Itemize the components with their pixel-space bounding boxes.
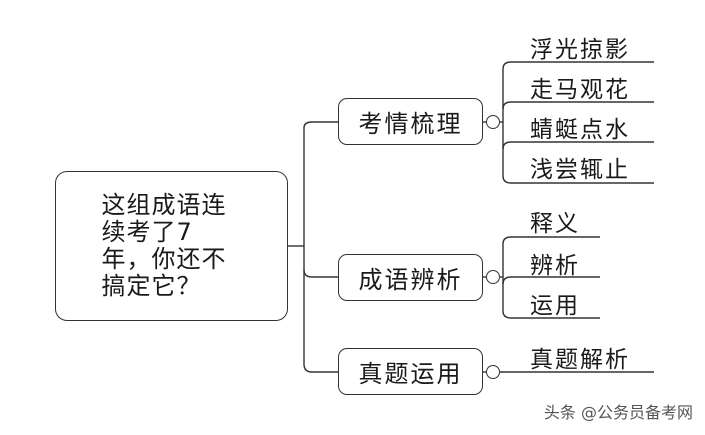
connector-branch-2 (303, 269, 338, 278)
collapse-toggle-branch-1[interactable] (486, 115, 500, 129)
root-node[interactable]: 这组成语连续考了7年，你还不搞定它？ (55, 171, 288, 321)
branch-node-idiom-distinction[interactable]: 成语辨析 (338, 254, 483, 301)
connector-branch-3 (303, 363, 338, 373)
leaf-node[interactable]: 辨析 (530, 253, 580, 279)
watermark: 头条 @公务员备考网 (543, 403, 693, 422)
leaf-node[interactable]: 浅尝辄止 (530, 157, 630, 183)
branch-label: 真题运用 (358, 360, 463, 388)
collapse-toggle-branch-3[interactable] (486, 365, 500, 379)
leaf-node[interactable]: 释义 (530, 211, 580, 237)
leaf-node[interactable]: 浮光掠影 (530, 37, 630, 63)
root-label: 这组成语连续考了7年，你还不搞定它？ (101, 191, 227, 300)
connector-branch-1 (303, 121, 338, 129)
leaf-node[interactable]: 运用 (530, 293, 580, 319)
collapse-toggle-branch-2[interactable] (486, 270, 500, 284)
leaf-node[interactable]: 走马观花 (530, 77, 630, 103)
branch-label: 考情梳理 (358, 110, 463, 138)
branch-label: 成语辨析 (358, 266, 463, 294)
leaf-node[interactable]: 真题解析 (530, 347, 630, 373)
leaf-node[interactable]: 蜻蜓点水 (530, 117, 630, 143)
branch-node-past-questions[interactable]: 真题运用 (338, 348, 483, 395)
branch-node-exam-analysis[interactable]: 考情梳理 (338, 98, 483, 145)
